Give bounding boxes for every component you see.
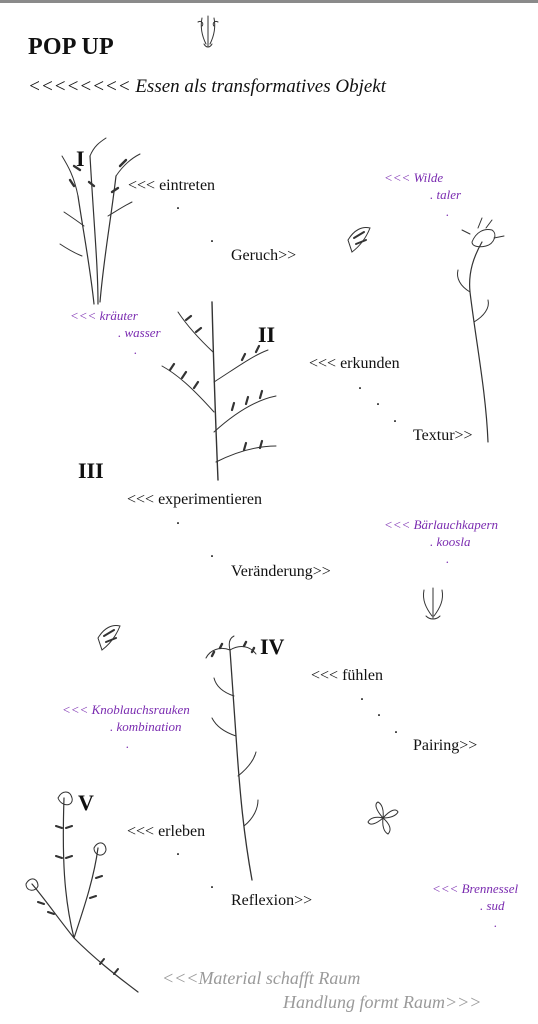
page-subtitle: <<<<<<<< Essen als transformatives Objek… — [28, 76, 386, 97]
station-dot: . — [376, 392, 380, 409]
small-flower-icon — [423, 587, 443, 620]
small-flower-icon — [347, 227, 371, 253]
station-action: <<< erkunden — [309, 355, 400, 372]
recipe-name: <<< Knoblauchsrauken — [62, 702, 190, 717]
station-numeral: V — [78, 790, 94, 815]
recipe-name: <<< kräuter — [70, 308, 138, 323]
station-dot: . — [377, 703, 381, 720]
station-dot: . — [176, 842, 180, 859]
recipe-dot: . — [494, 915, 498, 930]
small-flower-icon — [97, 625, 121, 651]
recipe-name: <<< Wilde — [384, 170, 444, 185]
recipe-dot: . — [126, 736, 130, 751]
vetch-sprig-icon — [161, 301, 277, 481]
recipe-note: <<< Wilde . taler . — [384, 169, 461, 220]
garlic-mustard-stem-icon — [205, 635, 259, 881]
station-dot: . — [358, 376, 362, 393]
recipe-note: <<< Brennessel . sud . — [432, 880, 518, 931]
station-dot: . — [176, 511, 180, 528]
recipe-detail: . kombination — [110, 719, 182, 734]
station-dot: . — [394, 720, 398, 737]
recipe-note: <<< kräuter . wasser . — [70, 307, 161, 358]
recipe-detail: . sud — [480, 898, 505, 913]
station-dot: . — [210, 875, 214, 892]
footer-line-2: Handlung formt Raum>>> — [283, 992, 482, 1012]
station-dot: . — [210, 544, 214, 561]
station-action: <<< fühlen — [311, 667, 383, 684]
recipe-dot: . — [446, 551, 450, 566]
small-flower-icon — [367, 801, 399, 835]
recipe-detail: . wasser — [118, 325, 161, 340]
station-result: Textur>> — [413, 427, 473, 444]
recipe-dot: . — [446, 204, 450, 219]
wildflower-stem-icon — [457, 217, 505, 443]
station-numeral: II — [258, 322, 276, 347]
station-result: Reflexion>> — [231, 892, 313, 909]
recipe-name: <<< Brennessel — [432, 881, 519, 896]
page-title: POP UP — [28, 34, 114, 60]
station-numeral: III — [78, 458, 104, 483]
thyme-plant-icon — [25, 791, 139, 993]
recipe-name: <<< Bärlauchkapern — [384, 517, 499, 532]
station-numeral: I — [76, 146, 85, 171]
small-flower-icon — [197, 15, 219, 48]
dried-herb-sprig-icon — [59, 137, 141, 305]
footer-line-1: <<<Material schafft Raum — [162, 968, 361, 988]
station-dot: . — [176, 196, 180, 213]
top-border — [0, 0, 538, 3]
station-action: <<< experimentieren — [127, 491, 263, 508]
recipe-detail: . taler — [430, 187, 462, 202]
station-action: <<< eintreten — [128, 177, 216, 194]
station-action: <<< erleben — [127, 823, 206, 840]
station-result: Pairing>> — [413, 737, 478, 754]
station-dot: . — [210, 229, 214, 246]
recipe-note: <<< Knoblauchsrauken . kombination . — [62, 701, 190, 752]
station-dot: . — [393, 409, 397, 426]
station-result: Geruch>> — [231, 247, 297, 264]
recipe-note: <<< Bärlauchkapern . koosla . — [384, 516, 498, 567]
station-result: Veränderung>> — [231, 563, 331, 580]
recipe-detail: . koosla — [430, 534, 471, 549]
station-dot: . — [360, 687, 364, 704]
recipe-dot: . — [134, 342, 138, 357]
station-numeral: IV — [260, 634, 285, 659]
